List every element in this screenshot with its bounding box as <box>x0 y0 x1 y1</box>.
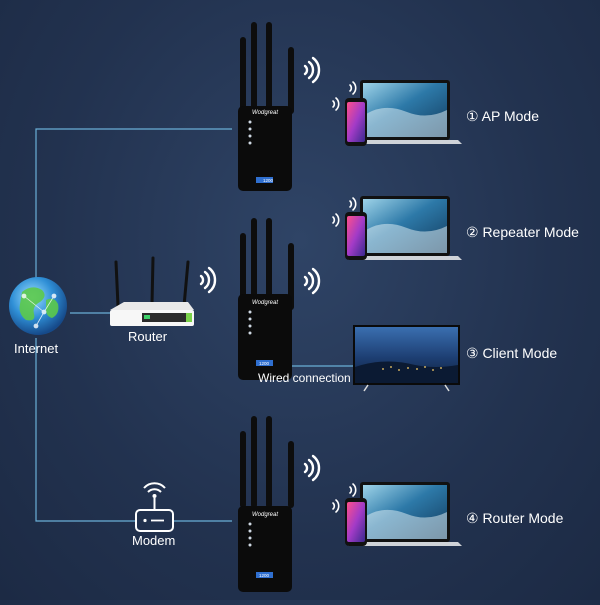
extender-device-repeater: Wodgreat 1200 <box>238 218 294 380</box>
wifi-signal-icon <box>332 97 340 111</box>
phone-icon <box>345 98 367 146</box>
extender-device-ap: Wodgreat 1200 <box>238 22 294 191</box>
connection-lines <box>35 128 355 522</box>
wifi-signal-icon <box>199 266 217 294</box>
extender-device-router: Wodgreat 1200 <box>238 416 294 592</box>
svg-text:Wodgreat: Wodgreat <box>252 512 278 518</box>
router-label: Router <box>128 329 168 344</box>
wired-connection-label: Wired connection <box>258 371 351 385</box>
wifi-signal-icon <box>349 81 357 95</box>
line-internet-to-modem <box>35 338 135 522</box>
laptop-icon <box>348 482 462 546</box>
wifi-signal-icon <box>332 499 340 513</box>
svg-text:Wodgreat: Wodgreat <box>252 300 278 306</box>
router-icon <box>110 256 194 326</box>
svg-text:1200: 1200 <box>263 178 274 183</box>
internet-label: Internet <box>14 341 59 356</box>
phone-icon <box>345 212 367 260</box>
line-internet-to-ap <box>35 128 232 282</box>
repeater-mode-label: ② Repeater Mode <box>466 224 579 240</box>
svg-text:1200: 1200 <box>259 573 270 578</box>
globe-icon <box>9 277 67 335</box>
laptop-icon <box>348 196 462 260</box>
wifi-signal-icon <box>303 56 321 84</box>
ap-mode-label: ① AP Mode <box>466 108 540 124</box>
tv-icon <box>353 325 460 392</box>
modem-icon <box>135 482 174 532</box>
client-mode-label: ③ Client Mode <box>466 345 558 361</box>
wifi-signal-icon <box>303 267 321 295</box>
modem-label: Modem <box>132 533 176 548</box>
wifi-signal-icon <box>332 213 340 227</box>
wifi-signal-icon <box>303 454 321 482</box>
phone-icon <box>345 498 367 546</box>
router-mode-label: ④ Router Mode <box>466 510 564 526</box>
wifi-signal-icon <box>349 483 357 497</box>
laptop-icon <box>348 80 462 144</box>
wifi-signal-icon <box>349 197 357 211</box>
svg-text:Wodgreat: Wodgreat <box>252 110 278 116</box>
svg-text:1200: 1200 <box>259 361 270 366</box>
